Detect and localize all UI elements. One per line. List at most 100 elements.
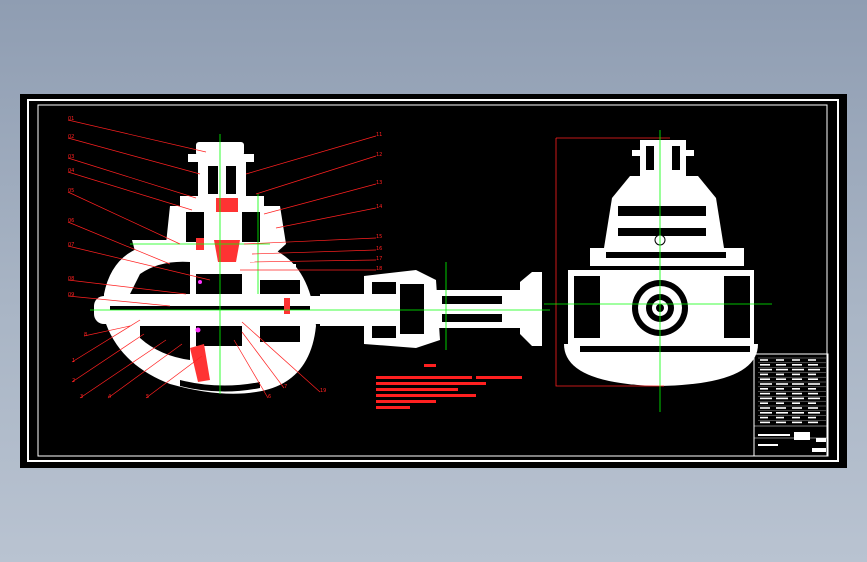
accent-marks <box>195 280 202 333</box>
title-block-cell <box>760 412 772 414</box>
title-block-cell <box>760 421 770 424</box>
part-number-label: 15 <box>376 234 382 240</box>
leader-line <box>263 183 377 215</box>
part-number-label: 18 <box>376 266 382 272</box>
title-block-cell <box>808 402 816 404</box>
part-number-label: 1 <box>72 358 75 364</box>
leader-lines <box>67 119 377 399</box>
part-number-label: 2 <box>72 378 75 384</box>
leader-line <box>67 279 187 295</box>
output-flange <box>520 272 542 346</box>
title-block-cell <box>792 388 800 390</box>
title-block-cell <box>792 416 800 419</box>
title-block-cell <box>776 397 788 400</box>
title-block-cell <box>760 388 768 390</box>
section-cutouts <box>110 166 502 392</box>
title-block-cell <box>808 392 818 395</box>
red-gear-upper <box>216 198 238 212</box>
title-block-cell <box>760 397 772 400</box>
title-block-cell <box>776 383 788 385</box>
title-block-cell <box>808 388 816 390</box>
title-block-cell <box>760 373 768 376</box>
title-block-cell <box>792 397 804 400</box>
title-block-cell <box>776 416 784 419</box>
leader-line <box>67 157 197 199</box>
title-block-cell <box>808 373 816 376</box>
title-block-cell <box>792 359 800 361</box>
title-block-cell <box>760 368 772 371</box>
leader-line <box>71 319 141 363</box>
leader-line <box>107 343 183 399</box>
title-block-cell <box>776 359 784 361</box>
title-block-cell <box>808 407 818 409</box>
part-number-label: 5 <box>146 394 149 400</box>
title-block-cell <box>776 421 786 424</box>
leader-line <box>79 339 167 399</box>
title-block-cell <box>808 378 818 380</box>
part-number-label: 08 <box>68 276 74 282</box>
title-block-cell <box>792 392 802 395</box>
part-number-label: 02 <box>68 134 74 140</box>
part-number-label: 8 <box>84 332 87 338</box>
leader-line <box>67 137 201 175</box>
title-block-cell <box>776 412 788 414</box>
leader-line <box>67 295 171 307</box>
part-number-label: 01 <box>68 116 74 122</box>
title-block-cell <box>776 373 784 376</box>
title-block-cell <box>776 402 784 404</box>
title-block-cell <box>792 402 800 404</box>
part-number-label: 7 <box>284 384 287 390</box>
title-block-cell <box>760 416 768 419</box>
leader-line <box>145 355 203 399</box>
red-gear-lower <box>190 344 210 382</box>
part-number-label: 06 <box>68 218 74 224</box>
leader-line <box>67 245 211 281</box>
highlighted-parts <box>190 198 290 382</box>
title-block-cell <box>808 397 820 400</box>
part-number-label: 07 <box>68 242 74 248</box>
title-block-cell <box>760 359 768 361</box>
leader-line <box>233 339 269 399</box>
title-block-cell <box>792 378 802 380</box>
leader-line <box>67 221 171 265</box>
part-number-label: 09 <box>68 292 74 298</box>
title-block-cell <box>808 368 820 371</box>
output-shaft <box>436 290 532 328</box>
part-number-label: 12 <box>376 152 382 158</box>
leader-line <box>251 249 377 255</box>
leader-line <box>249 259 377 263</box>
title-block-cell <box>760 364 770 366</box>
leader-line <box>67 119 207 153</box>
title-block-cell <box>808 383 820 385</box>
part-number-label: 17 <box>376 256 382 262</box>
leader-line <box>67 191 181 245</box>
leader-line <box>71 333 145 383</box>
leader-line <box>241 331 285 389</box>
title-block-cell <box>808 416 816 419</box>
technical-notes <box>376 364 522 409</box>
title-block-cell <box>776 368 788 371</box>
title-block-cell <box>760 383 772 385</box>
title-block-cell <box>792 383 804 385</box>
part-number-label: 4 <box>108 394 111 400</box>
title-block-cell <box>808 412 820 414</box>
end-view-dimension <box>555 137 670 387</box>
end-bowl <box>564 344 758 386</box>
part-number-label: 19 <box>320 388 326 394</box>
part-number-label: 6 <box>268 394 271 400</box>
title-block-cell <box>760 407 770 409</box>
leader-line <box>83 325 131 337</box>
title-block-cell <box>792 373 800 376</box>
outer-frame <box>27 99 839 462</box>
title-block-cell <box>808 421 818 424</box>
part-number-label: 05 <box>68 188 74 194</box>
leader-line <box>67 171 193 211</box>
title-block-cell <box>776 392 786 395</box>
title-block-cell <box>792 407 802 409</box>
part-number-label: 14 <box>376 204 382 210</box>
leader-line <box>275 207 377 229</box>
leader-line <box>255 155 377 195</box>
part-number-label: 04 <box>68 168 74 174</box>
